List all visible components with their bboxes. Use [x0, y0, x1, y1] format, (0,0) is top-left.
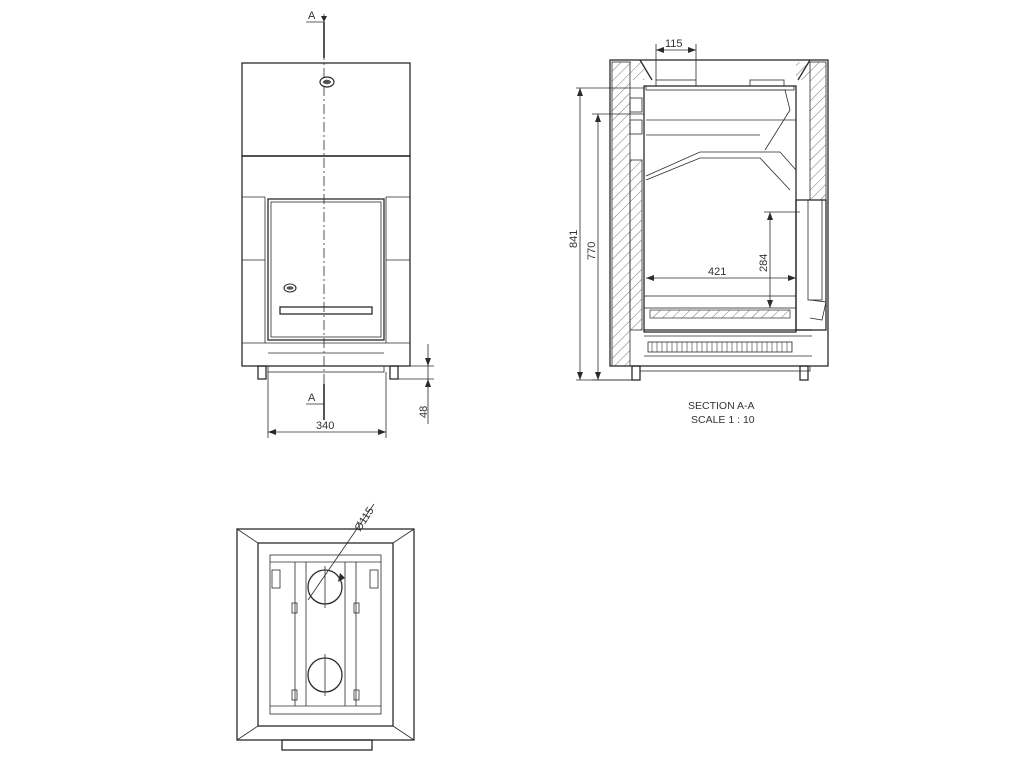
brand-logo-door [283, 283, 297, 293]
svg-text:284: 284 [758, 254, 770, 272]
svg-text:A: A [308, 392, 316, 404]
section-caption: SECTION A-A [688, 400, 755, 412]
section-scale: SCALE 1 : 10 [691, 414, 755, 426]
section-marker-bottom: A [306, 384, 325, 420]
dim-body-height-770: 770 [586, 113, 644, 381]
section-view: 115 841 770 421 [568, 38, 829, 426]
svg-text:A: A [308, 10, 316, 22]
brand-logo-top [319, 76, 335, 88]
svg-text:841: 841 [568, 230, 580, 248]
dim-leg-height-48: 48 [398, 344, 434, 424]
dim-firebox-height-284: 284 [758, 211, 800, 308]
dim-total-height-841: 841 [568, 87, 644, 381]
dim-width-340: 340 [267, 372, 387, 438]
svg-text:48: 48 [418, 406, 430, 418]
svg-text:770: 770 [586, 242, 598, 260]
svg-text:115: 115 [665, 38, 683, 50]
svg-text:421: 421 [708, 266, 726, 278]
dim-flue-115: 115 [655, 38, 697, 80]
section-marker-top: A [306, 10, 327, 58]
front-view: A A 340 48 [241, 10, 434, 438]
svg-text:340: 340 [316, 420, 334, 432]
top-view: Ø115 [236, 503, 415, 751]
dim-firebox-width-421: 421 [646, 266, 796, 281]
